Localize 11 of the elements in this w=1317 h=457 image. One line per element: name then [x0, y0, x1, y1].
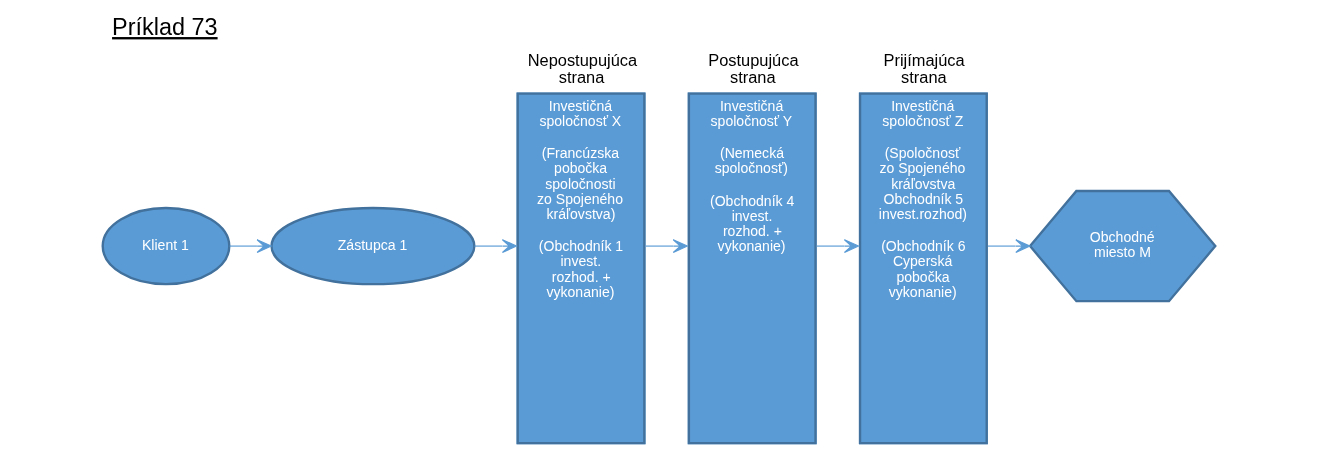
- arrow: [644, 239, 688, 253]
- node-ellipse: Zástupca 1: [269, 206, 475, 286]
- node-label: Postupujúca strana: [707, 50, 799, 87]
- arrow: [815, 239, 859, 253]
- node-ellipse: Klient 1: [101, 206, 230, 286]
- arrow: [986, 239, 1030, 253]
- diagram-title: Príklad 73: [111, 14, 218, 41]
- node-label: Nepostupujúca strana: [527, 50, 637, 87]
- node-label: Prijímajúca strana: [883, 50, 965, 87]
- arrow: [473, 239, 517, 253]
- arrow: [228, 239, 272, 253]
